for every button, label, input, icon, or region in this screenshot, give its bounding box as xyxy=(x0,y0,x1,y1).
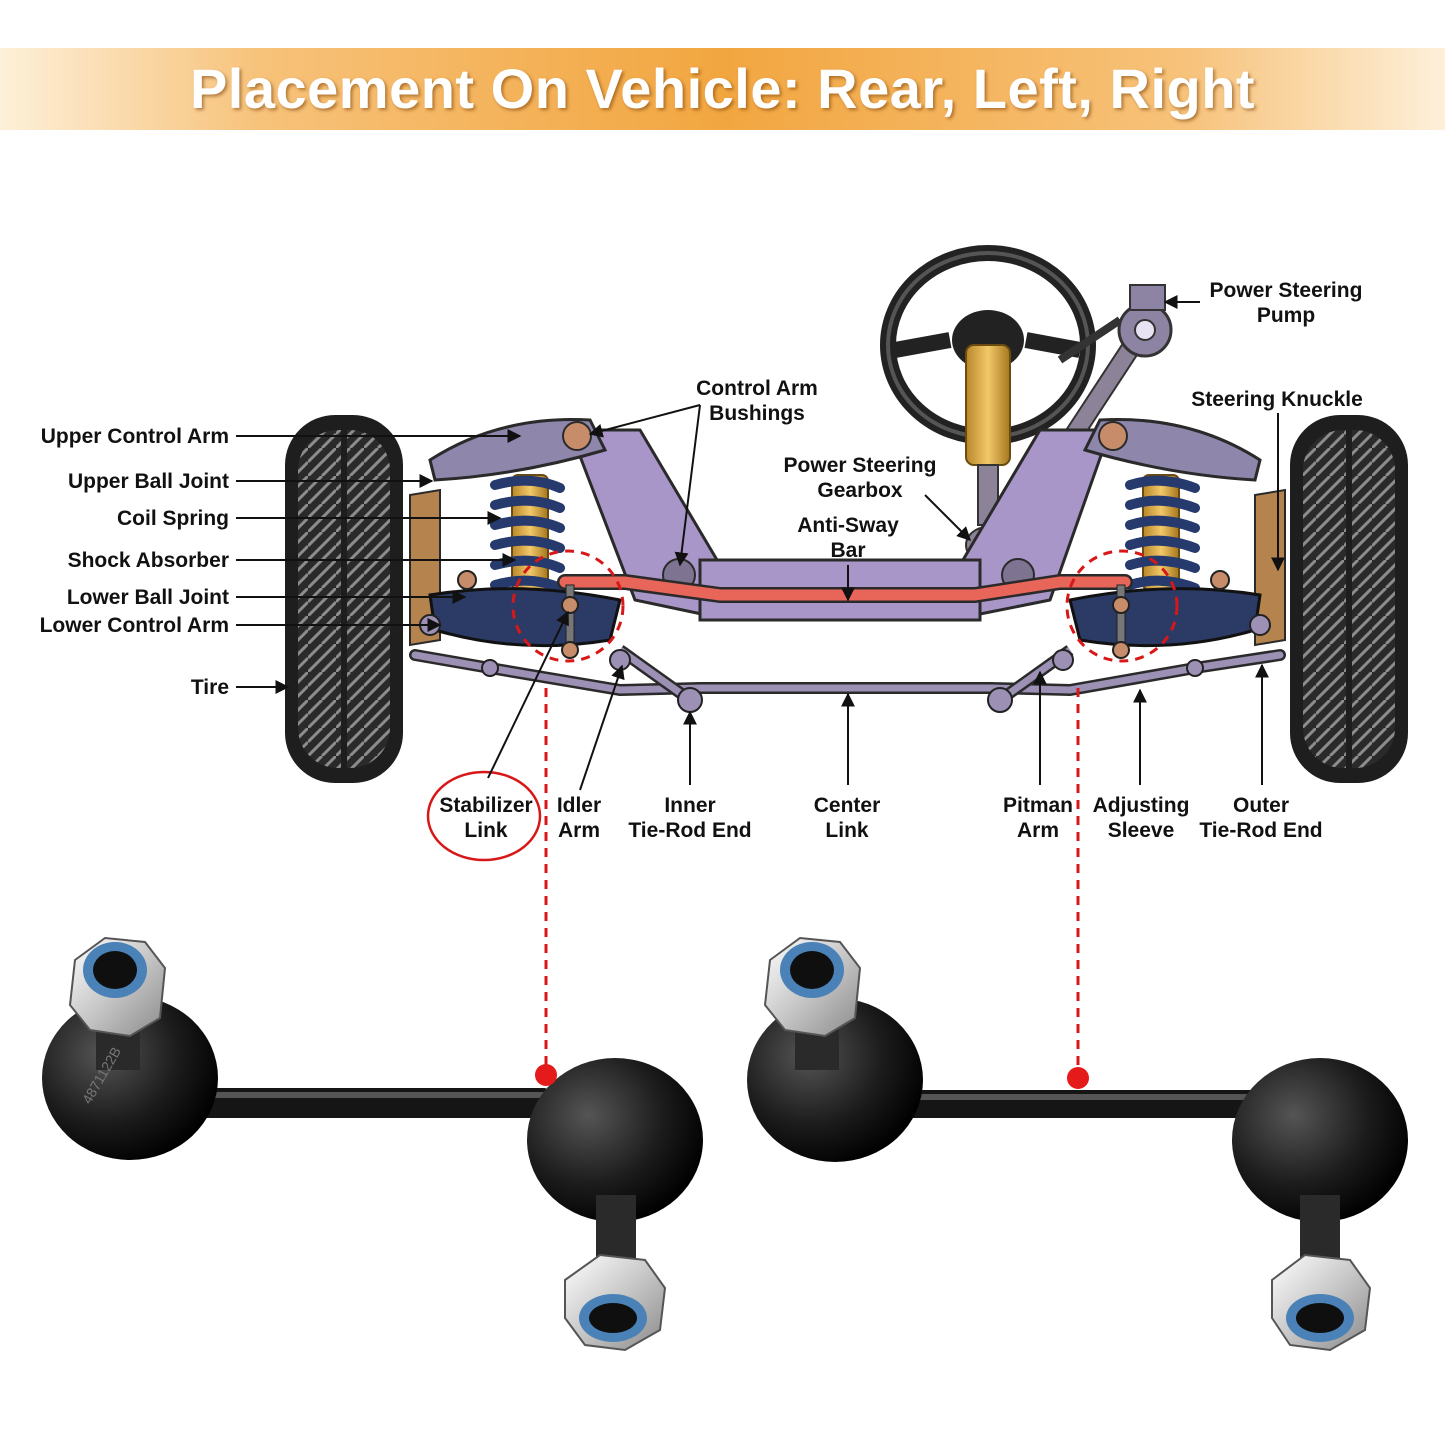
stabilizer-link-product-left: 4871122B xyxy=(42,936,703,1352)
label-inner-tie-rod-end-2: Tie-Rod End xyxy=(628,819,751,842)
outer-tie-rod-end-right xyxy=(1186,659,1204,677)
label-control-arm-bushings-1: Control Arm xyxy=(696,377,818,400)
label-adjusting-sleeve-2: Sleeve xyxy=(1108,819,1175,842)
label-idler-arm-1: Idler xyxy=(557,794,601,817)
label-inner-tie-rod-end-1: Inner xyxy=(664,794,715,817)
label-lower-ball-joint: Lower Ball Joint xyxy=(67,586,229,609)
upper-control-arm-left xyxy=(428,418,608,482)
label-power-steering-pump-1: Power Steering xyxy=(1210,279,1363,302)
coil-spring-left-icon xyxy=(490,474,565,593)
page-title: Placement On Vehicle: Rear, Left, Right xyxy=(189,57,1256,120)
label-power-steering-gearbox-2: Gearbox xyxy=(817,479,903,502)
stabilizer-link-right xyxy=(1112,584,1130,659)
callout-circle-left xyxy=(511,549,625,663)
nut-icon xyxy=(763,936,862,1038)
pitman-arm xyxy=(987,645,1074,713)
label-outer-tie-rod-end-1: Outer xyxy=(1233,794,1289,817)
label-anti-sway-bar-2: Bar xyxy=(830,539,865,562)
leader-lines xyxy=(236,295,1285,791)
tire-left-icon xyxy=(285,415,403,783)
nut-icon xyxy=(68,936,167,1038)
label-power-steering-gearbox-1: Power Steering xyxy=(784,454,937,477)
label-outer-tie-rod-end-2: Tie-Rod End xyxy=(1199,819,1322,842)
marker-dot-right xyxy=(1067,1067,1089,1089)
label-pitman-arm-1: Pitman xyxy=(1003,794,1073,817)
stabilizer-link-left xyxy=(561,584,579,659)
label-idler-arm-2: Arm xyxy=(558,819,600,842)
label-stabilizer-link-1: Stabilizer xyxy=(439,794,532,817)
label-tire: Tire xyxy=(191,676,229,699)
label-center-link-2: Link xyxy=(825,819,868,842)
label-shock-absorber: Shock Absorber xyxy=(68,549,229,572)
label-power-steering-pump-2: Pump xyxy=(1257,304,1315,327)
stabilizer-link-product-right xyxy=(747,936,1408,1352)
marker-dot-left xyxy=(535,1064,557,1086)
nut-icon xyxy=(564,1253,667,1352)
outer-tie-rod-end-left xyxy=(481,659,499,677)
tire-right-icon xyxy=(1290,415,1408,783)
label-upper-ball-joint: Upper Ball Joint xyxy=(68,470,229,493)
nut-icon xyxy=(1271,1253,1372,1352)
label-adjusting-sleeve-1: Adjusting xyxy=(1093,794,1190,817)
label-coil-spring: Coil Spring xyxy=(117,507,229,530)
idler-arm xyxy=(609,645,703,713)
label-stabilizer-link-2: Link xyxy=(464,819,507,842)
tie-rod-joint-right xyxy=(1249,614,1271,636)
stabilizer-link-highlight xyxy=(426,770,542,862)
label-steering-knuckle: Steering Knuckle xyxy=(1191,388,1363,411)
label-anti-sway-bar-1: Anti-Sway xyxy=(797,514,899,537)
title-banner xyxy=(0,48,1445,130)
label-upper-control-arm: Upper Control Arm xyxy=(41,425,229,448)
label-pitman-arm-2: Arm xyxy=(1017,819,1059,842)
center-link xyxy=(409,649,1286,697)
label-center-link-1: Center xyxy=(814,794,881,817)
callout-circle-right xyxy=(1065,549,1179,663)
coil-spring-right-icon xyxy=(1125,474,1200,593)
label-lower-control-arm: Lower Control Arm xyxy=(40,614,229,637)
label-control-arm-bushings-2: Bushings xyxy=(709,402,805,425)
upper-control-arm-right xyxy=(1082,418,1262,482)
